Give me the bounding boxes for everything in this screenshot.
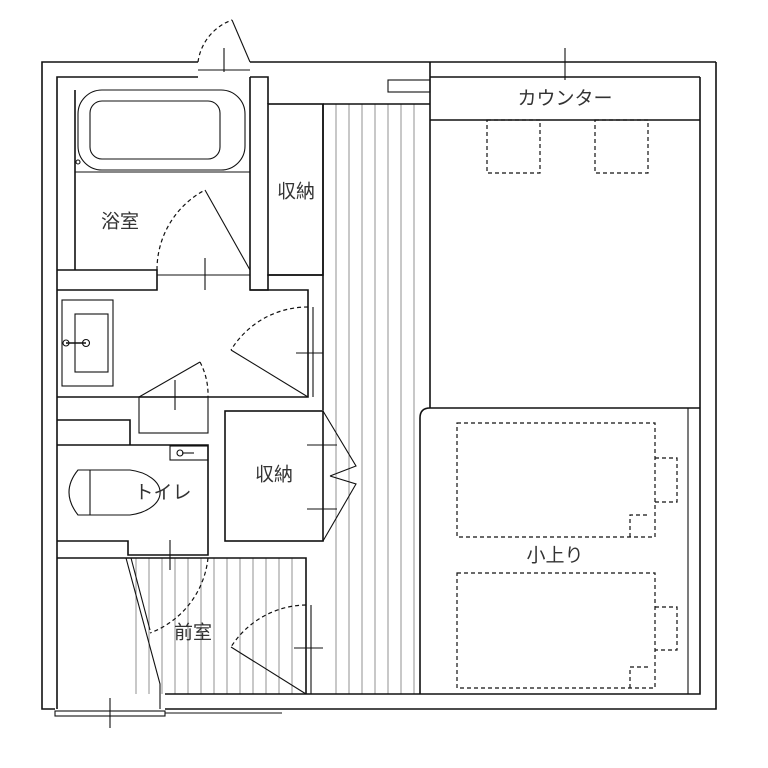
storage-lower-label: 収納 xyxy=(255,464,293,486)
corridor-flooring xyxy=(335,104,415,694)
washroom xyxy=(57,104,324,410)
toilet-room: トイレ xyxy=(57,419,209,570)
toilet-door xyxy=(138,361,209,434)
shelf xyxy=(387,79,431,93)
outer-walls xyxy=(41,61,717,710)
toilet-icon xyxy=(68,469,161,516)
bath-label: 浴室 xyxy=(101,211,139,233)
chair-icon xyxy=(594,119,649,174)
bed-icon xyxy=(456,572,678,689)
anteroom: 前室 xyxy=(54,557,323,728)
bathtub-icon xyxy=(77,89,246,171)
storage-upper-label: 収納 xyxy=(277,181,315,203)
raised-area-label: 小上り xyxy=(526,545,583,567)
chair-icon xyxy=(486,119,541,174)
top-door xyxy=(197,19,251,72)
hand-sink-icon xyxy=(169,445,209,461)
storage-lower: 収納 xyxy=(224,410,357,542)
anteroom-label: 前室 xyxy=(174,622,212,644)
washbasin-icon xyxy=(61,299,114,387)
counter-label: カウンター xyxy=(517,88,612,110)
toilet-label: トイレ xyxy=(134,482,191,504)
anteroom-flooring xyxy=(135,558,293,694)
bed-icon xyxy=(456,422,678,538)
counter: カウンター xyxy=(430,48,700,174)
raised-area: 小上り xyxy=(419,407,700,694)
